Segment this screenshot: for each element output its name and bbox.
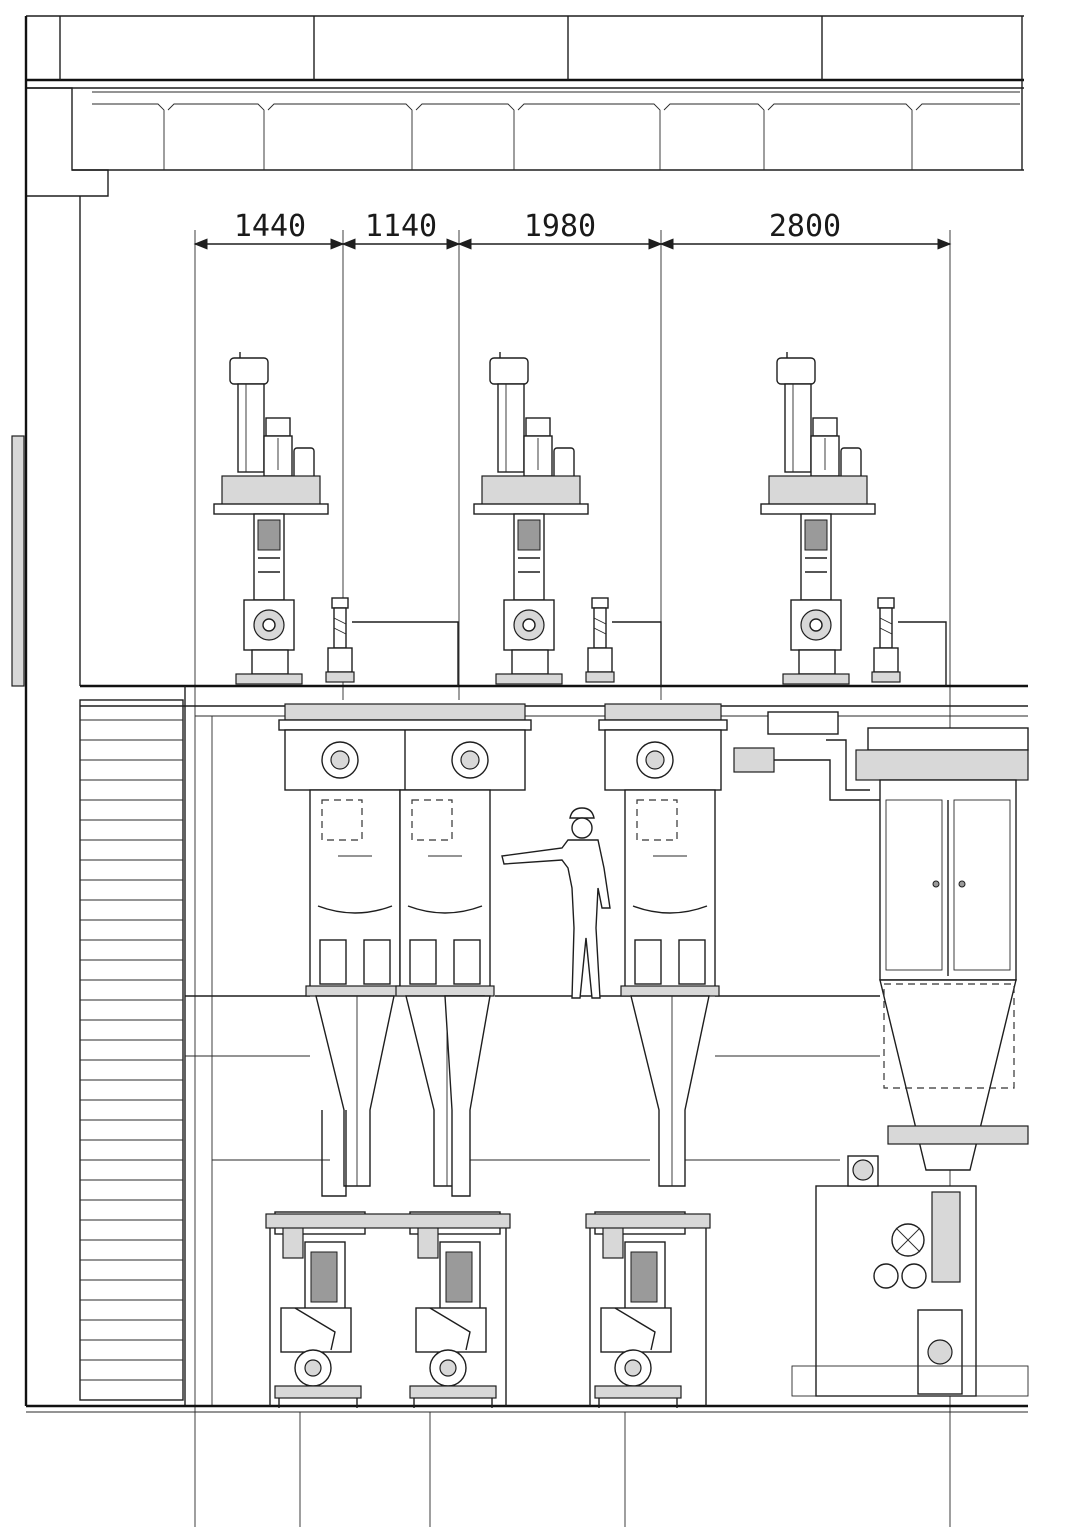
dimension-label-1140: 1140 xyxy=(365,209,437,244)
filter-cabinet xyxy=(733,711,1029,1171)
drive-unit-2 xyxy=(473,351,589,685)
cyclone-cones xyxy=(321,995,491,1197)
bottom-frames xyxy=(265,1213,711,1406)
bottom-unit-1 xyxy=(274,1211,366,1409)
bottom-unit-3 xyxy=(594,1211,686,1409)
stairway xyxy=(79,699,184,1401)
right-bottom-machine xyxy=(791,1125,1029,1397)
separator-housing-right xyxy=(598,703,728,1187)
dimension-label-1980: 1980 xyxy=(524,209,596,244)
bottom-unit-2 xyxy=(409,1211,501,1409)
small-jacks xyxy=(325,597,947,686)
dimension-label-1440: 1440 xyxy=(234,209,306,244)
left-wall xyxy=(11,16,81,1406)
roof-structure xyxy=(26,15,1024,197)
drive-unit-3 xyxy=(760,351,876,685)
separator-housing-left xyxy=(278,703,532,1187)
drive-unit-1 xyxy=(213,351,329,685)
floors xyxy=(26,684,1028,1527)
dimension-label-2800: 2800 xyxy=(769,209,841,244)
